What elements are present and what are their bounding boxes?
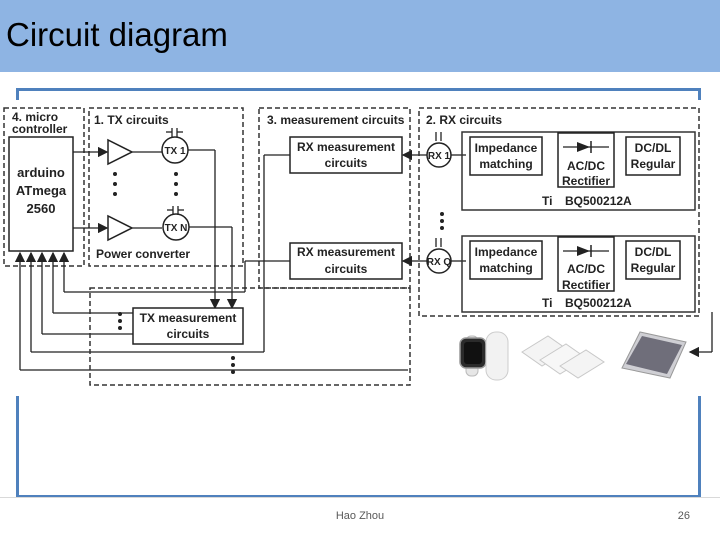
circuit-diagram: 4. micro controller arduino ATmega 2560 … [0, 100, 720, 396]
tx-measurement-region [89, 287, 411, 386]
dot [113, 182, 117, 186]
chip-label-2: ATmega [16, 183, 67, 198]
tx-meas-line1: TX measurement [140, 311, 237, 325]
ti-label-1: Ti [542, 194, 552, 208]
dot [231, 363, 235, 367]
tablet-image [621, 331, 687, 379]
rx-measurement-box-2 [289, 242, 403, 280]
chip-label-3: 2560 [27, 201, 56, 216]
tx-circuits-region [88, 107, 244, 267]
arduino-chip [8, 136, 74, 252]
impedance-qa: Impedance [475, 245, 538, 259]
micro-heading-2: controller [12, 122, 68, 136]
dot [231, 370, 235, 374]
impedance-1b: matching [479, 157, 532, 171]
ti-label-q: Ti [542, 296, 552, 310]
tx1-label: TX 1 [164, 146, 186, 157]
title-bar [0, 0, 720, 72]
dcdl-qa: DC/DL [635, 245, 672, 259]
tx-measurement-box [132, 307, 244, 345]
dot [118, 312, 122, 316]
rx-meas-1b: circuits [325, 156, 368, 170]
rx-meas-1a: RX measurement [297, 140, 395, 154]
dcdl-qb: Regular [631, 261, 676, 275]
ti-part-q: BQ500212A [565, 296, 632, 310]
rectifier-box-q [557, 236, 615, 292]
rx1-label: RX 1 [428, 151, 451, 162]
regulator-box-1 [625, 136, 681, 176]
page-number: 26 [677, 510, 690, 522]
acdc-qa: AC/DC [567, 262, 605, 276]
ti-part-1: BQ500212A [565, 194, 632, 208]
acdc-qb: Rectifier [562, 278, 610, 292]
dot [113, 172, 117, 176]
acdc-1b: Rectifier [562, 174, 610, 188]
impedance-box-1 [469, 136, 543, 176]
footer-author: Hao Zhou [335, 510, 385, 522]
power-converter-label: Power converter [96, 247, 190, 261]
measurement-circuits-region [258, 107, 411, 289]
dot [440, 226, 444, 230]
impedance-qb: matching [479, 261, 532, 275]
tx-meas-line2: circuits [167, 327, 210, 341]
dot [440, 212, 444, 216]
dcdl-1b: Regular [631, 157, 676, 171]
regulator-box-q [625, 240, 681, 280]
content-frame-bottom [16, 495, 701, 498]
rx-meas-2a: RX measurement [297, 245, 395, 259]
tx-heading: 1. TX circuits [94, 113, 169, 127]
rxq-label: RX Q [427, 257, 452, 268]
rx-circuits-region [418, 107, 700, 317]
micro-controller-region [3, 107, 85, 267]
dcdl-1a: DC/DL [635, 141, 672, 155]
rx-chain-q [461, 235, 696, 313]
impedance-1a: Impedance [475, 141, 538, 155]
txn-label: TX N [165, 223, 188, 234]
acdc-1a: AC/DC [567, 159, 605, 173]
rectifier-box-1 [557, 132, 615, 188]
content-frame-top [16, 88, 701, 91]
dot [231, 356, 235, 360]
dot [440, 219, 444, 223]
dot [118, 319, 122, 323]
rx-heading: 2. RX circuits [426, 113, 502, 127]
footer-divider [0, 497, 720, 498]
chip-label-1: arduino [17, 165, 65, 180]
impedance-box-q [469, 240, 543, 280]
dot [113, 192, 117, 196]
smartwatch-image [459, 331, 509, 381]
dot [174, 192, 178, 196]
dot [118, 326, 122, 330]
dot [174, 182, 178, 186]
micro-heading-1: 4. micro [12, 110, 58, 124]
dot [174, 172, 178, 176]
rx-chain-1 [461, 131, 696, 211]
measurement-heading: 3. measurement circuits [267, 113, 405, 127]
slide-title: Circuit diagram [6, 16, 228, 53]
phones-image [521, 335, 605, 379]
rx-meas-2b: circuits [325, 262, 368, 276]
